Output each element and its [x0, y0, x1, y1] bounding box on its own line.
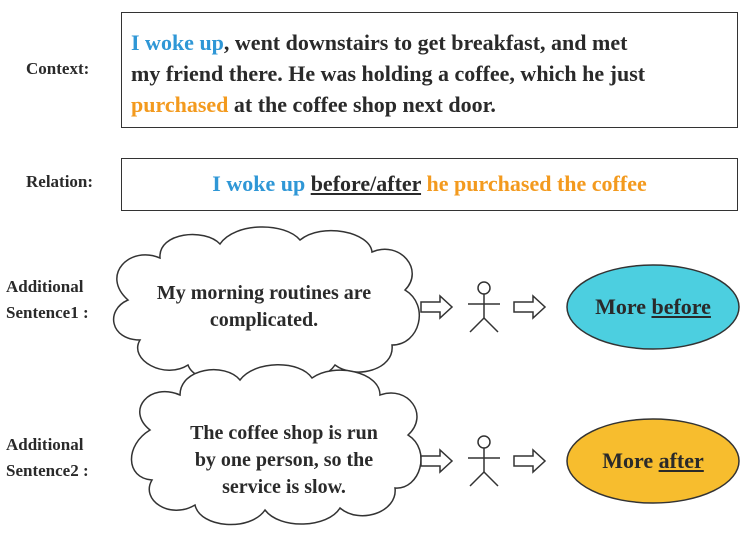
- cloud-shape-2: [130, 364, 422, 526]
- sentence2-line3: service is slow.: [222, 476, 346, 498]
- sentence2-line2: by one person, so the: [194, 449, 374, 471]
- context-box: I woke up, went downstairs to get breakf…: [121, 12, 738, 128]
- result2: More after: [567, 447, 739, 475]
- result1-prefix: More: [595, 294, 652, 319]
- relation-event2: he purchased the coffee: [426, 171, 647, 196]
- relation-word: before/after: [310, 171, 422, 196]
- additional1-label-line2: Sentence1 :: [6, 303, 89, 322]
- additional1-label: Additional Sentence1 :: [6, 274, 89, 326]
- ellipse-shape-1: [566, 264, 740, 350]
- relation-label: Relation:: [26, 172, 94, 191]
- additional2-label-line2: Sentence2 :: [6, 461, 89, 480]
- sentence1-line2: complicated.: [209, 309, 319, 331]
- double-arrow-icon-2b: [513, 448, 547, 474]
- additional2-label-line1: Additional: [6, 435, 84, 454]
- stick-figure-icon-1: [468, 281, 500, 333]
- additional2-label: Additional Sentence2 :: [6, 432, 89, 484]
- context-line-1: I woke up, went downstairs to get breakf…: [131, 27, 737, 58]
- double-arrow-icon-2a: [420, 448, 454, 474]
- additional1-label-line1: Additional: [6, 277, 84, 296]
- context-label: Context:: [26, 59, 90, 78]
- context-text3: at the coffee shop next door.: [228, 92, 496, 117]
- sentence2-text: The coffee shop is run by one person, so…: [148, 420, 420, 501]
- context-line-3: purchased at the coffee shop next door.: [131, 89, 737, 120]
- result2-prefix: More: [602, 448, 659, 473]
- result1-word: before: [651, 294, 711, 319]
- double-arrow-icon-1a: [420, 294, 454, 320]
- ellipse-shape-2: [566, 418, 740, 504]
- context-event1: I woke up: [131, 30, 224, 55]
- context-line-2: my friend there. He was holding a coffee…: [131, 61, 646, 86]
- double-arrow-icon-1b: [513, 294, 547, 320]
- sentence1-line1: My morning routines are: [156, 282, 372, 304]
- cloud-shape-1: [112, 226, 421, 383]
- result2-word: after: [658, 448, 704, 473]
- context-event2: purchased: [131, 92, 229, 117]
- result1: More before: [567, 293, 739, 321]
- relation-box: I woke up before/after he purchased the …: [121, 158, 738, 211]
- relation-event1: I woke up: [212, 171, 306, 196]
- stick-figure-icon-2: [468, 435, 500, 487]
- sentence1-text: My morning routines are complicated.: [128, 280, 400, 334]
- sentence2-line1: The coffee shop is run: [190, 422, 378, 444]
- context-text1: , went downstairs to get breakfast, and …: [223, 30, 628, 55]
